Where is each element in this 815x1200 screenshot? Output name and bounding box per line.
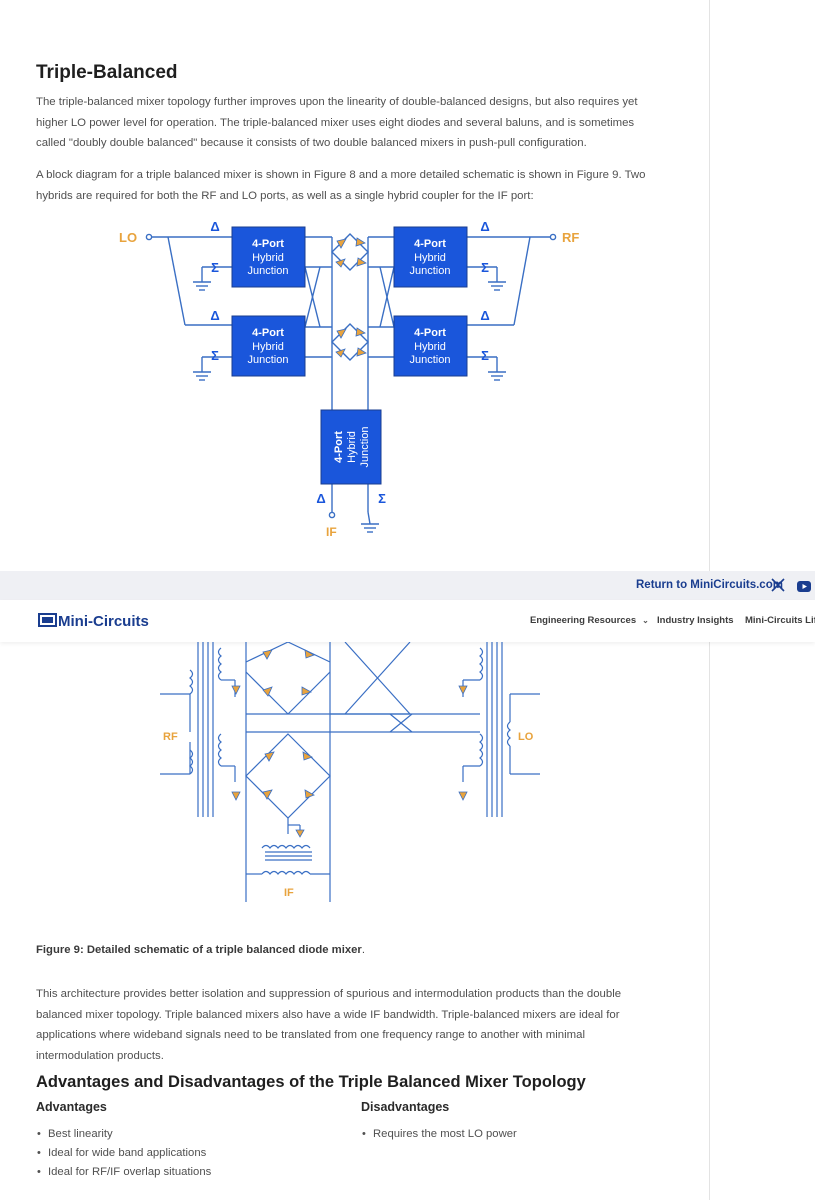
hybrid-2-line2: Hybrid — [414, 252, 446, 264]
hybrid-1-line3: Junction — [248, 265, 289, 277]
nav-industry-insights[interactable]: Industry Insights — [657, 615, 734, 626]
figure9-caption: Figure 9: Detailed schematic of a triple… — [36, 944, 365, 956]
caption-end: . — [361, 944, 365, 956]
list-item: Ideal for wide band applications — [36, 1144, 211, 1163]
paragraph-triple-intro: The triple-balanced mixer topology furth… — [36, 96, 638, 149]
advantages-list: Best linearity Ideal for wide band appli… — [36, 1125, 211, 1182]
youtube-icon[interactable] — [797, 579, 811, 597]
delta-label: Δ — [210, 219, 219, 234]
paragraph-block-diagram: A block diagram for a triple balanced mi… — [36, 169, 646, 202]
hybrid-1-line1: 4-Port — [252, 238, 284, 250]
hybrid-1-line2: Hybrid — [252, 252, 284, 264]
section-heading-triple-balanced: Triple-Balanced — [36, 62, 178, 83]
figure9-detailed-schematic: RF LO IF — [160, 642, 540, 902]
figure9-lo-label: LO — [518, 731, 534, 743]
sigma-label: Σ — [481, 260, 489, 275]
minicircuits-logo[interactable]: Mini-Circuits — [38, 612, 160, 635]
figure8-block-diagram: 4-Port Hybrid Junction 4-Port Hybrid Jun… — [119, 219, 579, 539]
hybrid-3-line2: Hybrid — [252, 341, 284, 353]
sigma-label: Σ — [481, 348, 489, 363]
nav-engineering-resources[interactable]: Engineering Resources ⌄ — [530, 615, 649, 626]
hybrid-2-line1: 4-Port — [414, 238, 446, 250]
section-heading-advantages-disadvantages: Advantages and Disadvantages of the Trip… — [36, 1073, 586, 1091]
delta-label: Δ — [480, 219, 489, 234]
figure8-lo-label: LO — [119, 230, 137, 245]
hybrid-if-line2: Hybrid — [346, 431, 358, 463]
delta-label: Δ — [210, 308, 219, 323]
list-item: Requires the most LO power — [361, 1125, 517, 1144]
hybrid-4-line2: Hybrid — [414, 341, 446, 353]
figure9-if-label: IF — [284, 887, 294, 899]
return-to-minicircuits-link[interactable]: Return to MiniCircuits.com — [636, 579, 783, 591]
sigma-label: Σ — [211, 260, 219, 275]
hybrid-2-line3: Junction — [410, 265, 451, 277]
nav-minicircuits-life[interactable]: Mini-Circuits Life — [745, 615, 815, 626]
delta-label: Δ — [316, 491, 325, 506]
sigma-label: Σ — [211, 348, 219, 363]
disadvantages-list: Requires the most LO power — [361, 1125, 517, 1144]
list-item: Ideal for RF/IF overlap situations — [36, 1163, 211, 1182]
main-navbar: Mini-Circuits Engineering Resources ⌄ Ind… — [0, 600, 815, 642]
logo-text: Mini-Circuits — [58, 613, 149, 630]
hybrid-if-line1: 4-Port — [333, 431, 345, 463]
caption-bold-text: Figure 9: Detailed schematic of a triple… — [36, 944, 362, 956]
disadvantages-title: Disadvantages — [361, 1100, 450, 1114]
hybrid-3-line1: 4-Port — [252, 327, 284, 339]
hybrid-4-line3: Junction — [410, 354, 451, 366]
hybrid-if-line3: Junction — [359, 427, 371, 468]
hybrid-4-line1: 4-Port — [414, 327, 446, 339]
advantages-title: Advantages — [36, 1100, 107, 1114]
hybrid-3-line3: Junction — [248, 354, 289, 366]
delta-label: Δ — [480, 308, 489, 323]
figure9-rf-label: RF — [163, 731, 178, 743]
list-item: Best linearity — [36, 1125, 211, 1144]
figure8-rf-label: RF — [562, 230, 579, 245]
chevron-down-icon: ⌄ — [642, 616, 649, 625]
sigma-label: Σ — [378, 491, 386, 506]
paragraph-architecture: This architecture provides better isolat… — [36, 988, 622, 1062]
figure8-if-label: IF — [326, 525, 337, 539]
x-logo-icon[interactable] — [771, 578, 785, 597]
top-utility-bar: Return to MiniCircuits.com — [0, 571, 815, 600]
nav-label: Engineering Resources — [530, 615, 637, 626]
